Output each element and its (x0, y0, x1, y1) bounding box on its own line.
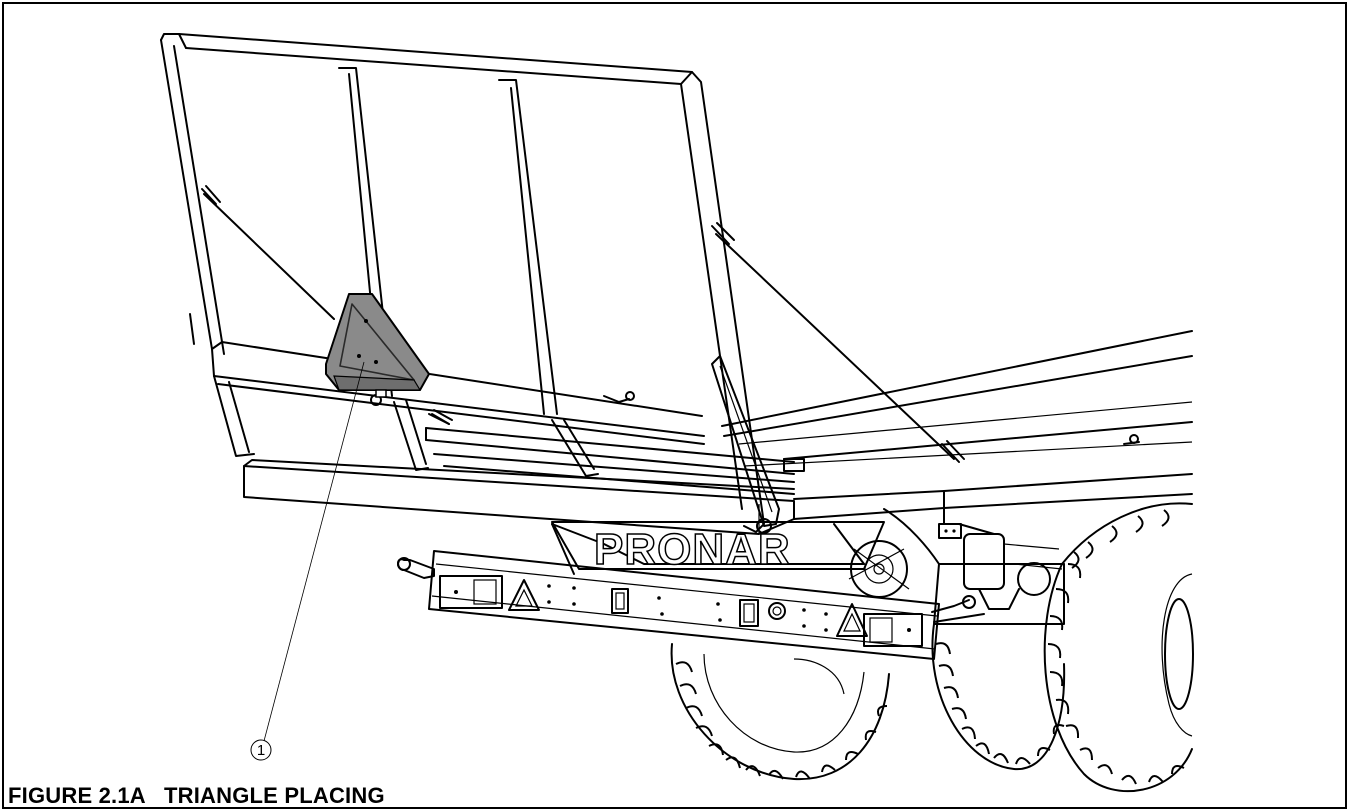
reflector-icon (325, 293, 430, 391)
trailer-drawing: PRONAR (160, 33, 1194, 793)
platform-bed (243, 330, 1193, 535)
axle-assembly (551, 508, 1065, 625)
callout-number: 1 (257, 742, 265, 759)
warning-triangle-icon (508, 579, 540, 611)
figure-caption: FIGURE 2.1A TRIANGLE PLACING (8, 783, 385, 808)
wheel-front-right (1043, 502, 1194, 793)
warning-triangle-icon (836, 603, 868, 637)
callout-1: 1 (250, 361, 365, 761)
rear-skirt: PRONAR (551, 521, 885, 575)
slow-moving-vehicle-triangle (325, 293, 430, 398)
brand-text: PRONAR (594, 525, 791, 574)
rear-rack (160, 33, 965, 534)
rear-light-bar (397, 550, 985, 660)
wheel-rear-middle (931, 623, 1066, 771)
wheel-rear-left (670, 643, 890, 781)
